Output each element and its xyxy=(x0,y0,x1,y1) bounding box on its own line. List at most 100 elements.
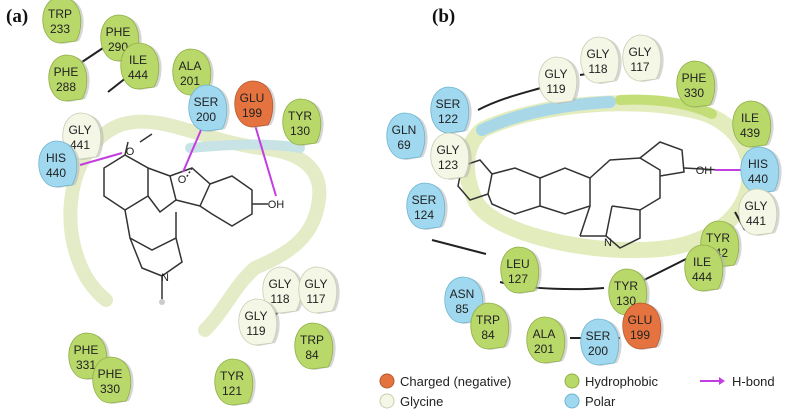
residue-number: 233 xyxy=(50,22,70,36)
residue-name: TRP xyxy=(48,7,72,21)
residue-name: LEU xyxy=(506,257,529,271)
residue-number: 85 xyxy=(455,302,469,316)
residue-number: 117 xyxy=(630,60,649,74)
residue-number: 331 xyxy=(76,358,96,372)
panel-a-ligand xyxy=(103,133,268,300)
residue-name: GLU xyxy=(240,91,265,105)
residue-name: HIS xyxy=(748,157,768,171)
residue-name: GLY xyxy=(628,45,651,59)
residue-name: PHE xyxy=(54,65,79,79)
residue-name: GLY xyxy=(544,67,567,81)
residue-number: 288 xyxy=(56,80,76,94)
residue-name: GLY xyxy=(436,143,459,157)
residue-number: 69 xyxy=(397,138,411,152)
residue-number: 200 xyxy=(196,110,216,124)
legend-polar-swatch xyxy=(564,393,580,409)
residue-name: TYR xyxy=(614,279,638,293)
residue-name: PHE xyxy=(74,343,99,357)
legend-glycine-label: Glycine xyxy=(400,394,443,409)
panel-a-ring-oxygen: O xyxy=(178,174,187,186)
residue-number: 123 xyxy=(438,158,458,172)
panel-a-ether-oxygen: O xyxy=(126,146,135,158)
residue-name: GLU xyxy=(628,313,653,327)
residue-name: TYR xyxy=(706,231,730,245)
residue-number: 118 xyxy=(588,62,607,76)
residue-number: 118 xyxy=(270,292,289,306)
residue-number: 199 xyxy=(242,106,262,120)
residue-name: SER xyxy=(194,95,219,109)
residue-name: SER xyxy=(586,329,611,343)
legend: Charged (negative) Glycine Hydrophobic P… xyxy=(379,373,775,409)
legend-hbond-arrow-icon xyxy=(719,377,725,385)
residue-name: GLY xyxy=(244,309,267,323)
legend-charged-swatch xyxy=(379,373,395,389)
panel-b-label: (b) xyxy=(432,6,455,27)
residue-number: 440 xyxy=(748,172,768,186)
residue-number: 117 xyxy=(306,292,325,306)
residue-name: ASN xyxy=(450,287,475,301)
residue-number: 201 xyxy=(534,342,554,356)
residue-number: 200 xyxy=(588,344,608,358)
legend-hydrophobic-swatch xyxy=(564,373,580,389)
legend-glycine-swatch xyxy=(379,393,395,409)
residue-name: GLY xyxy=(304,277,327,291)
residue-name: ILE xyxy=(129,53,147,67)
residue-number: 119 xyxy=(546,82,565,96)
residue-name: GLY xyxy=(586,47,609,61)
residue-name: ALA xyxy=(533,327,556,341)
panel-a-label: (a) xyxy=(6,6,28,27)
panel-b-ligand xyxy=(457,141,721,249)
residue-number: 444 xyxy=(692,270,712,284)
residue-name: PHE xyxy=(98,367,123,381)
panel-b-hydroxyl: OH xyxy=(696,165,713,177)
panel-b-nitrogen: N xyxy=(604,237,612,249)
residue-number: 119 xyxy=(246,324,265,338)
panel-a-hbonds xyxy=(79,122,277,197)
residue-name: GLY xyxy=(68,123,91,137)
legend-polar-label: Polar xyxy=(585,394,616,409)
residue-name: PHE xyxy=(682,71,707,85)
residue-number: 444 xyxy=(128,68,148,82)
residue-number: 84 xyxy=(305,348,319,362)
residue-number: 122 xyxy=(438,112,458,126)
residue-name: TYR xyxy=(220,369,244,383)
residue-name: GLY xyxy=(268,277,291,291)
residue-number: 441 xyxy=(746,214,766,228)
residue-number: 441 xyxy=(70,138,90,152)
residue-number: 130 xyxy=(616,294,636,308)
residue-number: 84 xyxy=(481,328,495,342)
residue-number: 440 xyxy=(46,166,66,180)
residue-name: GLN xyxy=(392,123,417,137)
residue-name: SER xyxy=(436,97,461,111)
residue-name: SER xyxy=(412,193,437,207)
